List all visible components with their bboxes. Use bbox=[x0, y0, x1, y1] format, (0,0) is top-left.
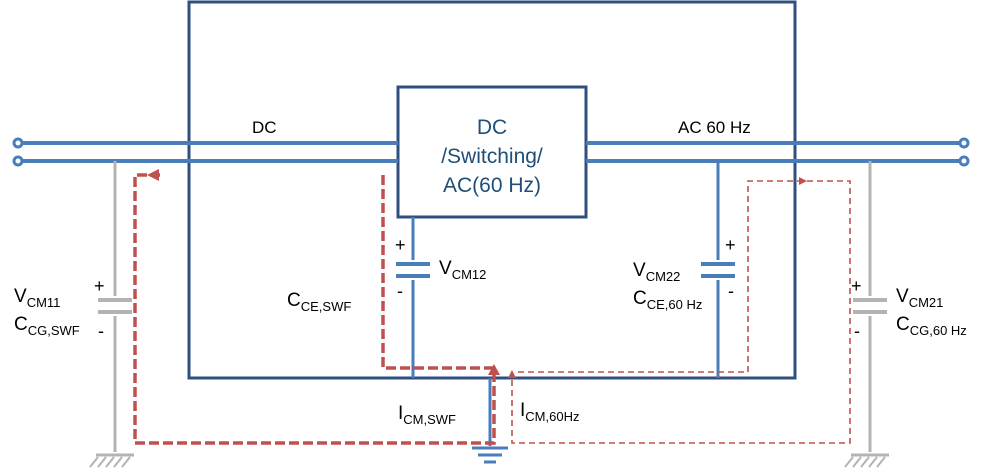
ground-symbol bbox=[472, 378, 508, 464]
converter-label-line3: AC(60 Hz) bbox=[443, 174, 541, 197]
icm-60hz-path bbox=[511, 180, 851, 444]
capacitor-ce-swf bbox=[396, 217, 430, 378]
terminal-dc-top bbox=[12, 137, 24, 149]
terminal-dc-bottom bbox=[12, 155, 24, 167]
ccg-60hz-label: CCG,60 Hz bbox=[896, 314, 967, 338]
ac-bus bbox=[586, 141, 960, 163]
icm-swf-arrowhead bbox=[147, 169, 159, 181]
terminal-ac-top bbox=[958, 137, 970, 149]
capacitor-cg-60hz bbox=[844, 161, 889, 468]
icm-swf-path bbox=[133, 173, 496, 445]
minus-ce-60hz: - bbox=[728, 281, 734, 301]
cce-60hz-label: CCE,60 Hz bbox=[633, 288, 702, 312]
minus-cg-60hz: - bbox=[854, 321, 860, 341]
minus-ce-swf: - bbox=[397, 281, 403, 301]
minus-cg-swf: - bbox=[98, 321, 104, 341]
plus-cg-swf: + bbox=[94, 276, 105, 296]
converter-label-line1: DC bbox=[477, 116, 507, 139]
vcm22-label: VCM22 bbox=[633, 260, 680, 284]
dc-bus bbox=[22, 141, 398, 163]
ac-label: AC 60 Hz bbox=[678, 118, 751, 137]
capacitor-cg-swf bbox=[89, 161, 134, 468]
converter-box bbox=[396, 85, 588, 219]
icm-swf-label: ICM,SWF bbox=[398, 403, 456, 427]
icm-60hz-arrowhead bbox=[799, 177, 807, 185]
enclosure-frame bbox=[187, 0, 797, 380]
plus-ce-swf: + bbox=[395, 235, 406, 255]
vcm11-label: VCM11 bbox=[14, 286, 60, 310]
capacitor-ce-60hz bbox=[701, 161, 735, 378]
terminal-ac-bottom bbox=[958, 155, 970, 167]
cce-swf-label: CCE,SWF bbox=[287, 290, 351, 314]
dc-label: DC bbox=[252, 118, 277, 137]
vcm12-label: VCM12 bbox=[439, 258, 486, 282]
icm-swf-up-arrowhead bbox=[488, 364, 500, 375]
vcm21-label: VCM21 bbox=[896, 286, 943, 310]
plus-cg-60hz: + bbox=[851, 276, 862, 296]
icm-60hz-label: ICM,60Hz bbox=[520, 400, 579, 424]
converter-label-line2: /Switching/ bbox=[441, 145, 543, 168]
terminal-dots bbox=[12, 137, 970, 167]
plus-ce-60hz: + bbox=[725, 235, 736, 255]
ccg-swf-label: CCG,SWF bbox=[14, 314, 80, 338]
icm-60hz-up-arrowhead bbox=[508, 370, 516, 378]
